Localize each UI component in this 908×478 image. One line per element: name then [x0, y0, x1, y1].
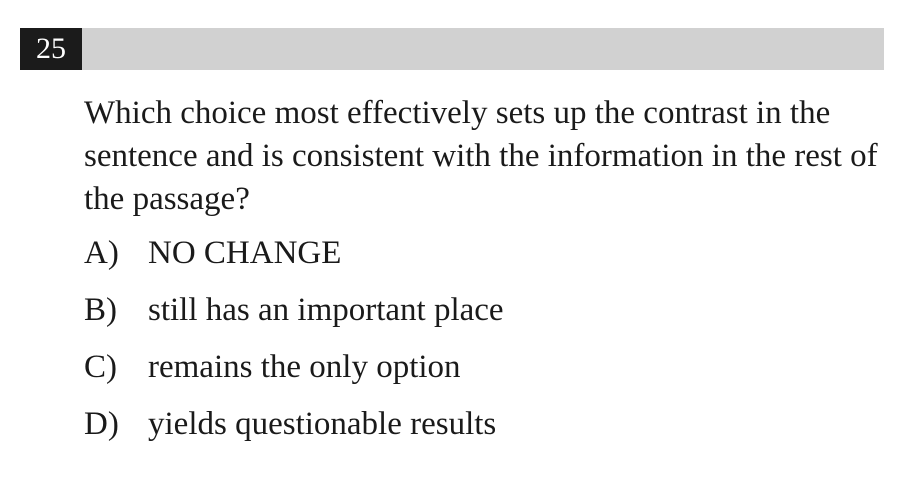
choice-letter: D): [84, 406, 119, 442]
choice-c[interactable]: C) remains the only option: [84, 346, 884, 403]
question-stem: Which choice most effectively sets up th…: [84, 95, 878, 217]
choice-a[interactable]: A) NO CHANGE: [84, 232, 884, 289]
choice-letter: C): [84, 349, 117, 385]
choice-text: NO CHANGE: [148, 235, 342, 271]
answer-choices: A) NO CHANGE B) still has an important pla…: [84, 232, 884, 460]
choice-text: still has an important place: [148, 292, 504, 328]
choice-letter: A): [84, 235, 119, 271]
choice-letter: B): [84, 292, 117, 328]
question-header-bar: 25: [20, 28, 884, 70]
choice-text: yields questionable results: [148, 406, 497, 442]
choice-b[interactable]: B) still has an important place: [84, 289, 884, 346]
question-number: 25: [20, 28, 82, 70]
choice-d[interactable]: D) yields questionable results: [84, 403, 884, 460]
choice-text: remains the only option: [148, 349, 461, 385]
